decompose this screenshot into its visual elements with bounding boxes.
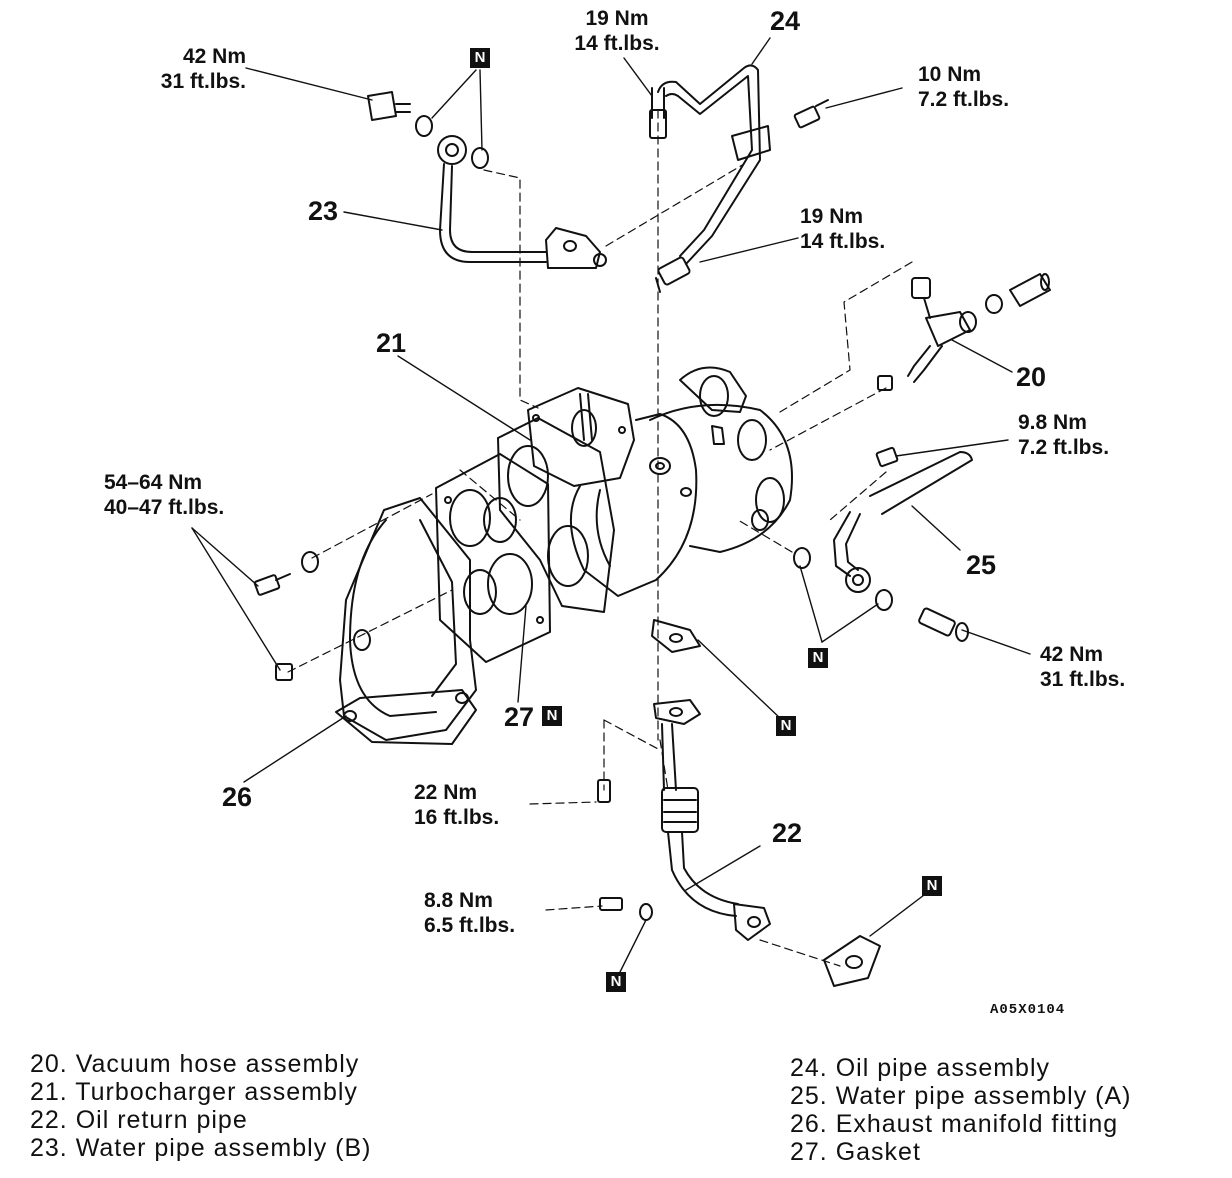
torque-value-ftlbs: 7.2 ft.lbs. (918, 88, 1010, 111)
torque-value-nm: 10 Nm (918, 63, 982, 86)
turbocharger-part (497, 366, 793, 613)
callout-22: 22 (772, 818, 803, 848)
callout-21: 21 (376, 328, 407, 358)
torque-value-ftlbs: 14 ft.lbs. (800, 230, 886, 253)
legend-item: 24. Oil pipe assembly (790, 1054, 1051, 1082)
legend-item: 26. Exhaust manifold fitting (790, 1110, 1119, 1138)
vacuum-hose-part (877, 273, 1051, 391)
torque-label-42nm-right: 42 Nm 31 ft.lbs. (1040, 642, 1180, 692)
torque-value-ftlbs: 31 ft.lbs. (1040, 668, 1126, 691)
legend-item: 20. Vacuum hose assembly (30, 1050, 360, 1078)
torque-value-nm: 22 Nm (414, 781, 478, 804)
callout-20: 20 (1016, 362, 1047, 392)
torque-label-42nm-top: 42 Nm 31 ft.lbs. (104, 44, 246, 94)
torque-value-ftlbs: 6.5 ft.lbs. (424, 914, 516, 937)
legend-right-column: 24. Oil pipe assembly 25. Water pipe ass… (790, 1054, 1131, 1166)
torque-value-nm: 9.8 Nm (1018, 411, 1087, 434)
torque-value-ftlbs: 7.2 ft.lbs. (1018, 436, 1110, 459)
callout-27: 27 (504, 702, 535, 732)
legend-item: 27. Gasket (790, 1138, 921, 1166)
torque-value-nm: 42 Nm (182, 45, 246, 68)
bolt-10nm-part (793, 99, 829, 129)
callout-23: 23 (308, 196, 339, 226)
torque-value-nm: 54–64 Nm (104, 471, 203, 494)
oil-pipe-part (649, 64, 771, 293)
new-part-badge: N (542, 706, 562, 726)
exhaust-manifold-part (335, 497, 477, 745)
legend-item: 25. Water pipe assembly (A) (790, 1082, 1132, 1110)
dashed-alignment-lines (287, 109, 913, 967)
legend-left-column: 20. Vacuum hose assembly 21. Turbocharge… (30, 1050, 371, 1162)
torque-value-ftlbs: 14 ft.lbs. (574, 32, 660, 55)
torque-label-8-8nm: 8.8 Nm 6.5 ft.lbs. (424, 888, 564, 938)
figure-code: A05X0104 (990, 1002, 1066, 1018)
torque-label-19nm-mid: 19 Nm 14 ft.lbs. (800, 204, 940, 254)
torque-label-19nm-top: 19 Nm 14 ft.lbs. (552, 6, 682, 56)
legend-item: 21. Turbocharger assembly (30, 1078, 358, 1106)
new-part-badge: N (776, 716, 796, 736)
new-part-badge: N (606, 972, 626, 992)
new-part-badge: N (922, 876, 942, 896)
new-part-badge: N (470, 48, 490, 68)
torque-value-nm: 8.8 Nm (424, 889, 493, 912)
torque-label-10nm: 10 Nm 7.2 ft.lbs. (918, 62, 1058, 112)
oil-return-pipe-part (597, 619, 881, 987)
water-pipe-a-part (793, 446, 973, 642)
torque-value-nm: 42 Nm (1040, 643, 1104, 666)
callout-24: 24 (770, 6, 801, 36)
torque-label-54-64nm: 54–64 Nm 40–47 ft.lbs. (104, 470, 284, 520)
manifold-fasteners-part (253, 551, 319, 681)
gasket-part (435, 453, 551, 663)
torque-value-ftlbs: 40–47 ft.lbs. (104, 496, 225, 519)
torque-value-nm: 19 Nm (585, 7, 649, 30)
legend-item: 22. Oil return pipe (30, 1106, 248, 1134)
torque-value-nm: 19 Nm (800, 205, 864, 228)
callout-26: 26 (222, 782, 253, 812)
torque-value-ftlbs: 31 ft.lbs. (160, 70, 246, 93)
legend-item: 23. Water pipe assembly (B) (30, 1134, 372, 1162)
leader-lines (191, 37, 1031, 973)
callout-25: 25 (966, 550, 997, 580)
torque-label-9-8nm: 9.8 Nm 7.2 ft.lbs. (1018, 410, 1158, 460)
water-pipe-b-part (367, 91, 607, 269)
torque-value-ftlbs: 16 ft.lbs. (414, 806, 500, 829)
torque-label-22nm: 22 Nm 16 ft.lbs. (414, 780, 554, 830)
new-part-badge: N (808, 648, 828, 668)
